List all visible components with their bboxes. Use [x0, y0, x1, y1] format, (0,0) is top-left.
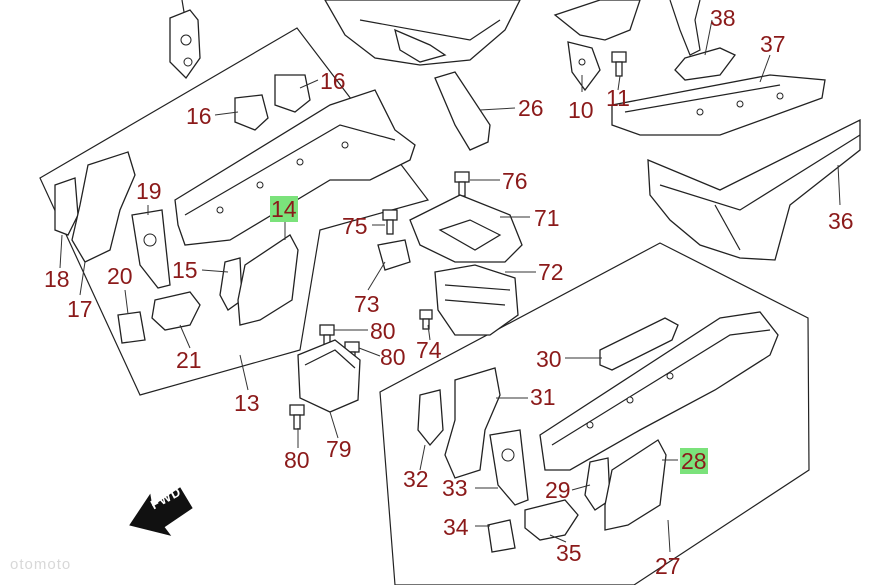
label-34[interactable]: 34 — [443, 514, 469, 540]
label-74[interactable]: 74 — [416, 337, 442, 363]
label-31[interactable]: 31 — [530, 384, 556, 410]
label-75[interactable]: 75 — [342, 213, 368, 239]
label-79[interactable]: 79 — [326, 436, 352, 462]
group-frame-13 — [39, 27, 430, 396]
label-37[interactable]: 37 — [760, 31, 786, 57]
label-10[interactable]: 10 — [568, 97, 594, 123]
group-frame-27 — [379, 242, 810, 585]
part-37 — [611, 74, 826, 136]
label-16[interactable]: 16 — [320, 68, 346, 94]
label-16[interactable]: 16 — [186, 103, 212, 129]
label-28-text: 28 — [680, 448, 708, 474]
part-21 — [151, 291, 201, 331]
part-28 — [604, 439, 667, 531]
part-32 — [417, 389, 444, 447]
label-71[interactable]: 71 — [534, 205, 560, 231]
part-30 — [599, 317, 679, 371]
label-72[interactable]: 72 — [538, 259, 564, 285]
part-29 — [584, 457, 611, 511]
label-38[interactable]: 38 — [710, 5, 736, 31]
part-20 — [117, 311, 146, 344]
part-80-bolt-c — [289, 404, 305, 430]
part-35 — [524, 499, 579, 541]
part-72 — [434, 264, 519, 336]
part-18 — [54, 177, 79, 236]
part-38 — [674, 47, 737, 81]
part-31 — [444, 367, 501, 479]
label-26[interactable]: 26 — [518, 95, 544, 121]
leader-lines — [59, 19, 841, 553]
label-18[interactable]: 18 — [44, 266, 70, 292]
part-19 — [131, 209, 171, 289]
label-15[interactable]: 15 — [172, 257, 198, 283]
top-right-member — [553, 0, 701, 56]
part-33 — [489, 429, 529, 506]
label-76[interactable]: 76 — [502, 168, 528, 194]
part-76-bolt — [454, 171, 470, 197]
part-27-rail — [539, 311, 779, 471]
label-20[interactable]: 20 — [107, 263, 133, 289]
part-71 — [409, 194, 523, 263]
label-17[interactable]: 17 — [67, 296, 93, 322]
label-73[interactable]: 73 — [354, 291, 380, 317]
label-80[interactable]: 80 — [380, 344, 406, 370]
part-26 — [434, 71, 491, 151]
label-28[interactable]: 28 — [680, 448, 708, 474]
fwd-arrow-icon — [129, 487, 193, 536]
label-80[interactable]: 80 — [284, 447, 310, 473]
top-left-bracket — [169, 0, 201, 80]
part-15 — [219, 257, 243, 311]
label-32[interactable]: 32 — [403, 466, 429, 492]
part-75-bolt — [382, 209, 398, 235]
part-34 — [487, 519, 516, 553]
label-13[interactable]: 13 — [234, 390, 260, 416]
part-73 — [377, 239, 411, 271]
part-36 — [647, 118, 861, 261]
label-11[interactable]: 11 — [606, 85, 630, 111]
part-11-bolt — [611, 51, 627, 77]
label-35[interactable]: 35 — [556, 540, 582, 566]
label-27[interactable]: 27 — [655, 553, 681, 579]
label-36[interactable]: 36 — [828, 208, 854, 234]
part-17 — [71, 151, 136, 263]
label-30[interactable]: 30 — [536, 346, 562, 372]
part-10 — [567, 41, 601, 92]
watermark: otomoto — [10, 556, 72, 573]
label-14-text: 14 — [270, 196, 298, 222]
top-center-rail — [324, 0, 521, 66]
part-16-left — [234, 94, 269, 131]
label-29[interactable]: 29 — [545, 477, 571, 503]
part-74-bolt — [419, 309, 433, 330]
label-33[interactable]: 33 — [442, 475, 468, 501]
label-19[interactable]: 19 — [136, 178, 162, 204]
label-21[interactable]: 21 — [176, 347, 202, 373]
label-14[interactable]: 14 — [270, 196, 298, 222]
part-16-right — [274, 74, 311, 113]
label-80[interactable]: 80 — [370, 318, 396, 344]
part-14 — [237, 234, 299, 326]
